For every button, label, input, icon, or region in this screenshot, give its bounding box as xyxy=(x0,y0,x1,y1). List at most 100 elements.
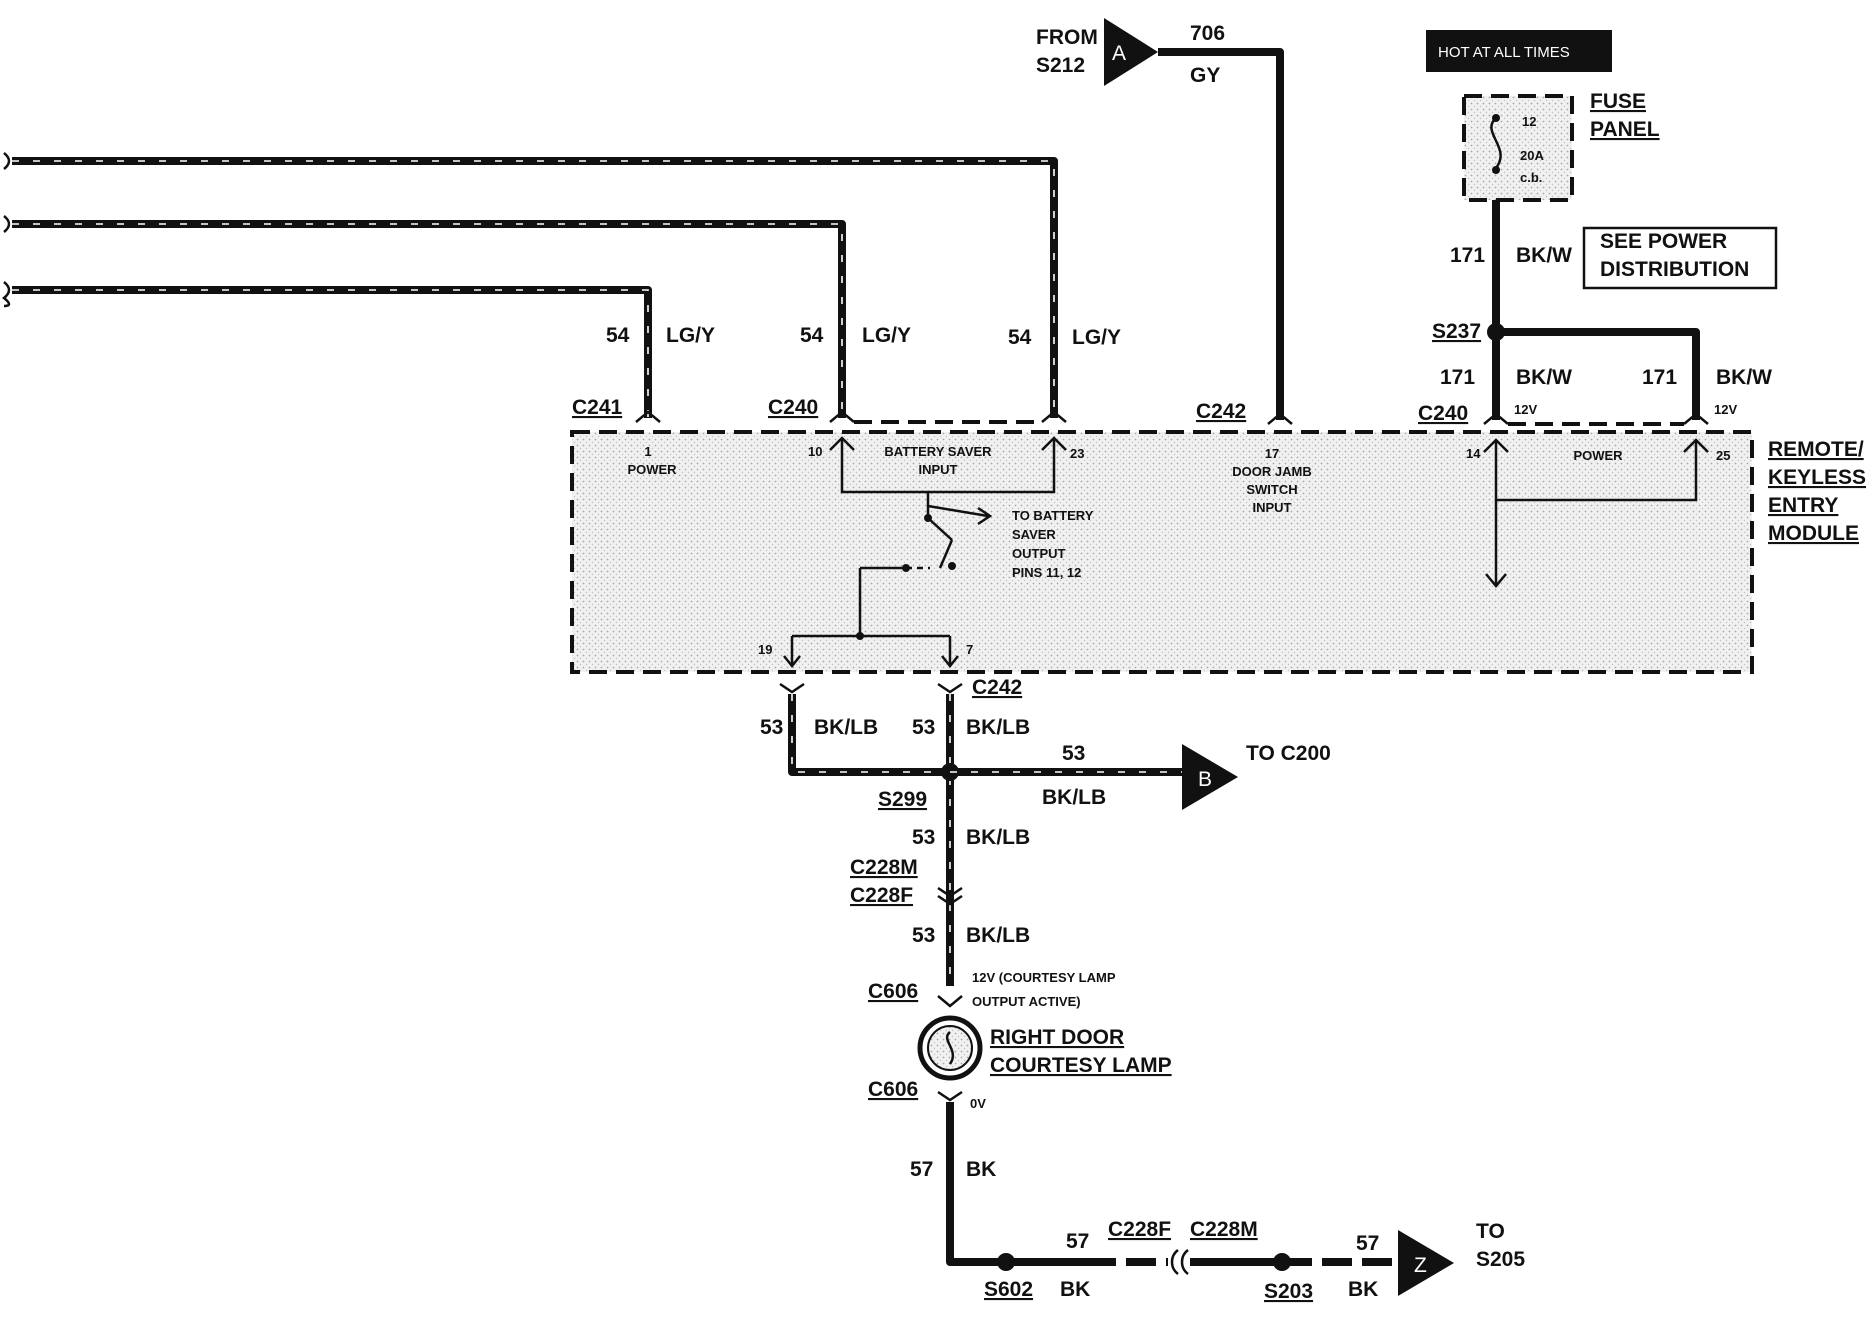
c242-bottom-label: C242 xyxy=(972,676,1022,699)
fuse-panel-shading xyxy=(1464,96,1572,200)
battery-saver-line2: INPUT xyxy=(919,462,958,477)
pin7-label: 7 xyxy=(966,642,973,657)
lamp-name-line2: COURTESY LAMP xyxy=(990,1054,1172,1077)
hot-at-all-times-box xyxy=(1426,30,1612,72)
to-s205-line1: TO xyxy=(1476,1220,1505,1243)
lgy-b-label: LG/Y xyxy=(862,324,911,347)
circuit-54-a: 54 xyxy=(606,324,630,347)
to-battery-line4: PINS 11, 12 xyxy=(1012,565,1081,580)
ref-z-label: Z xyxy=(1414,1254,1427,1277)
pin1-label: 1 xyxy=(644,444,651,459)
c228-ground-inline xyxy=(1170,1249,1189,1275)
fuse-rating: 20A xyxy=(1520,148,1544,163)
s237-label: S237 xyxy=(1432,320,1481,343)
c606-top-label: C606 xyxy=(868,980,918,1003)
circuit-171-pin14: 171 xyxy=(1440,366,1475,389)
module-power-label: POWER xyxy=(1573,448,1623,463)
door-jamb-line2: SWITCH xyxy=(1246,482,1297,497)
door-jamb-line1: DOOR JAMB xyxy=(1232,464,1311,479)
c228-inline xyxy=(937,886,963,906)
c242-top-chevron xyxy=(1267,412,1293,425)
c240-label: C240 xyxy=(768,396,818,419)
to-s205-arrow xyxy=(1398,1230,1454,1296)
bklb-a-label: BK/LB xyxy=(814,716,878,739)
circuit-53-c: 53 xyxy=(1062,742,1085,765)
source-a-arrow xyxy=(1104,18,1158,86)
circuit-57-a: 57 xyxy=(910,1158,933,1181)
s602-label: S602 xyxy=(984,1278,1033,1301)
c241-label: C241 xyxy=(572,396,623,419)
circuit-57-b: 57 xyxy=(1066,1230,1089,1253)
fuse-number: 12 xyxy=(1522,114,1536,129)
circuit-53-a: 53 xyxy=(760,716,783,739)
fuse-type: c.b. xyxy=(1520,170,1542,185)
bkw-color-label: BK/W xyxy=(1516,244,1572,267)
see-power-line1: SEE POWER xyxy=(1600,230,1727,253)
bk-a-label: BK xyxy=(966,1158,996,1181)
module-name-line2: KEYLESS xyxy=(1768,466,1866,489)
lgy-a-label: LG/Y xyxy=(666,324,715,347)
module-name-line1: REMOTE/ xyxy=(1768,438,1864,461)
circuit-57-c: 57 xyxy=(1356,1232,1379,1255)
lgy-wire-3 xyxy=(3,152,1058,418)
fuse-label: FUSE xyxy=(1590,90,1646,113)
pin10-label: 10 xyxy=(808,444,822,459)
bklb-e-label: BK/LB xyxy=(966,924,1030,947)
bkw-pin25-label: BK/W xyxy=(1716,366,1772,389)
to-battery-line2: SAVER xyxy=(1012,527,1056,542)
lamp-volts-line1: 12V (COURTESY LAMP xyxy=(972,970,1116,985)
to-c200-label: TO C200 xyxy=(1246,742,1331,765)
circuit-53-e: 53 xyxy=(912,924,935,947)
to-battery-line1: TO BATTERY xyxy=(1012,508,1094,523)
to-c200-arrow xyxy=(1182,744,1238,810)
panel-label: PANEL xyxy=(1590,118,1660,141)
pin25-label: 25 xyxy=(1716,448,1730,463)
s212-label: S212 xyxy=(1036,54,1085,77)
circuit-171-label: 171 xyxy=(1450,244,1485,267)
s299-label: S299 xyxy=(878,788,927,811)
lgy-c-label: LG/Y xyxy=(1072,326,1121,349)
c228f-ground-label: C228F xyxy=(1108,1218,1171,1241)
to-s205-line2: S205 xyxy=(1476,1248,1525,1271)
ref-b-label: B xyxy=(1198,768,1212,791)
ref-a-label: A xyxy=(1112,42,1126,65)
see-power-line2: DISTRIBUTION xyxy=(1600,258,1749,281)
fuse-panel-outline xyxy=(1462,94,1574,202)
lamp-name-line1: RIGHT DOOR xyxy=(990,1026,1124,1049)
c241-chevron xyxy=(635,410,661,423)
bk-b-label: BK xyxy=(1060,1278,1090,1301)
module-name-line4: MODULE xyxy=(1768,522,1859,545)
circuit-53-b: 53 xyxy=(912,716,935,739)
gy-wire xyxy=(1158,48,1284,420)
battery-saver-loop xyxy=(840,440,1056,494)
module-outline xyxy=(570,430,1754,674)
pin17-label: 17 xyxy=(1265,446,1279,461)
pin14-voltage: 12V xyxy=(1514,402,1537,417)
s203-label: S203 xyxy=(1264,1280,1313,1303)
module-name-line3: ENTRY xyxy=(1768,494,1838,517)
bklb-b-label: BK/LB xyxy=(966,716,1030,739)
bklb-c-label: BK/LB xyxy=(1042,786,1106,809)
lamp-ground-volts: 0V xyxy=(970,1096,986,1111)
to-battery-line3: OUTPUT xyxy=(1012,546,1066,561)
bkw-wire-pin25 xyxy=(1496,328,1700,420)
from-label: FROM xyxy=(1036,26,1098,49)
lamp-volts-line2: OUTPUT ACTIVE) xyxy=(972,994,1081,1009)
circuit-53-d: 53 xyxy=(912,826,935,849)
bklb-d-label: BK/LB xyxy=(966,826,1030,849)
door-jamb-line3: INPUT xyxy=(1253,500,1292,515)
bk-ground-wire xyxy=(946,1102,1090,1266)
lgy-wire-2 xyxy=(3,215,846,418)
power-loop xyxy=(1494,440,1698,502)
gy-color-label: GY xyxy=(1190,64,1220,87)
c240-power-label: C240 xyxy=(1418,402,1468,425)
battery-saver-line1: BATTERY SAVER xyxy=(884,444,992,459)
c228m-ground-label: C228M xyxy=(1190,1218,1258,1241)
bk-c-label: BK xyxy=(1348,1278,1378,1301)
lgy-wire-1 xyxy=(1,281,652,418)
pin19-label: 19 xyxy=(758,642,772,657)
pin23-label: 23 xyxy=(1070,446,1084,461)
pin23-chevron xyxy=(1041,410,1067,423)
circuit-breaker-icon xyxy=(1490,117,1502,169)
